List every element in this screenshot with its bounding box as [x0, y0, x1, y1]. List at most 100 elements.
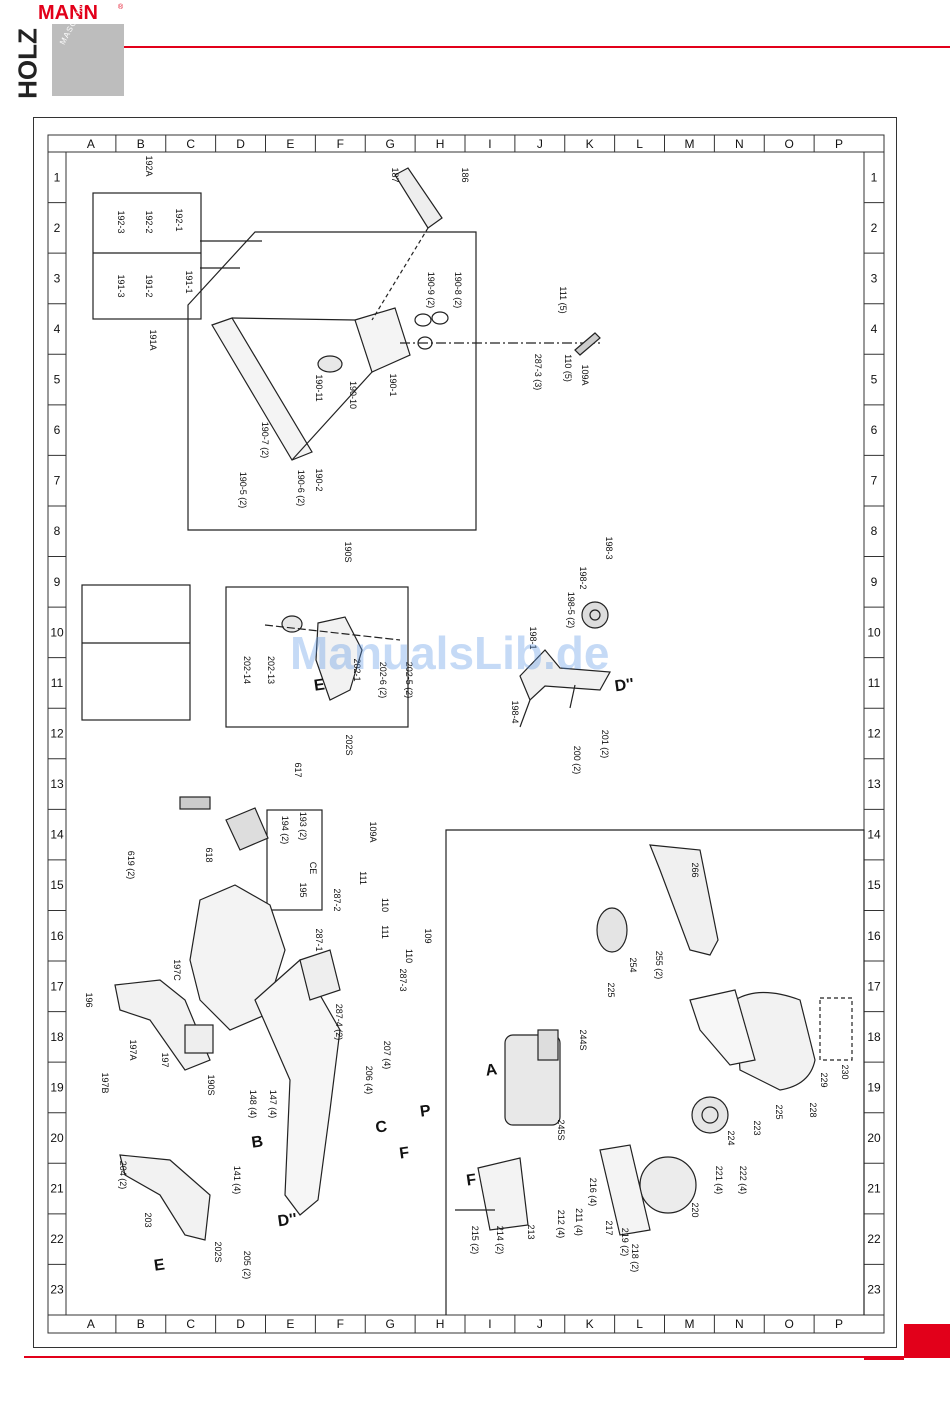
inset-box-192a-upper: [92, 192, 202, 320]
part-label: 245S: [556, 1119, 566, 1140]
part-label: 203: [143, 1212, 153, 1227]
part-label: 110: [404, 949, 414, 963]
row-label-8: 8: [54, 524, 61, 538]
part-label: 202-14: [242, 656, 252, 684]
row-label-19: 19: [50, 1080, 64, 1094]
inset-box-ce: [266, 809, 323, 911]
part-label: 220: [690, 1202, 700, 1217]
part-label: 221 (4): [714, 1166, 724, 1195]
part-label: 211 (4): [574, 1208, 584, 1236]
drawing-frame: [33, 117, 897, 1348]
inset-box-202s: [225, 586, 409, 728]
part-label: 197C: [172, 959, 182, 981]
part-label: 228: [808, 1102, 818, 1117]
part-label: 618: [204, 847, 214, 862]
part-label: 192-2: [144, 210, 154, 233]
row-label-12: 12: [50, 727, 64, 741]
column-label-l: L: [636, 137, 643, 151]
part-label: F: [398, 1144, 410, 1162]
part-label: 229: [819, 1072, 829, 1087]
part-label: 266: [690, 862, 700, 877]
part-label: 198-5 (2): [566, 592, 576, 629]
part-label: 191A: [148, 329, 158, 350]
row-label-13: 13: [50, 777, 64, 791]
part-label: A: [484, 1061, 498, 1080]
row-label-3: 3: [54, 271, 61, 285]
row-label-4: 4: [871, 322, 878, 336]
column-label-b: B: [137, 137, 145, 151]
row-label-9: 9: [54, 575, 61, 589]
part-label: 192A: [144, 155, 154, 176]
column-label-m: M: [684, 1317, 694, 1331]
part-label: 197B: [100, 1072, 110, 1093]
part-label: 190-9 (2): [426, 272, 436, 309]
part-label: 190-8 (2): [453, 272, 463, 309]
part-label: 224: [726, 1130, 736, 1145]
part-label: 191-1: [184, 270, 194, 293]
row-label-15: 15: [50, 878, 64, 892]
row-label-14: 14: [867, 828, 881, 842]
part-label: 190-7 (2): [260, 422, 270, 459]
part-label: 196: [84, 992, 94, 1007]
grid-outer: [47, 134, 885, 1334]
column-label-k: K: [586, 137, 594, 151]
part-label: P: [419, 1102, 432, 1120]
column-label-n: N: [735, 137, 744, 151]
part-label: 109A: [580, 364, 590, 385]
column-label-b: B: [137, 1317, 145, 1331]
row-label-2: 2: [54, 221, 61, 235]
part-label: 202-5 (2): [404, 662, 414, 699]
row-label-7: 7: [54, 474, 61, 488]
column-label-e: E: [286, 137, 294, 151]
row-label-10: 10: [867, 625, 881, 639]
part-label: D'': [614, 676, 635, 696]
part-label: 198-1: [528, 626, 538, 649]
part-label: 197A: [128, 1039, 138, 1060]
logo-registered: ®: [118, 4, 124, 11]
column-label-g: G: [386, 1317, 395, 1331]
row-label-9: 9: [871, 575, 878, 589]
column-label-g: G: [386, 137, 395, 151]
part-label: 202-6 (2): [378, 662, 388, 699]
column-label-j: J: [537, 1317, 543, 1331]
part-label: 190S: [343, 541, 353, 562]
column-label-i: I: [488, 137, 491, 151]
part-label: 202S: [213, 1241, 223, 1262]
row-label-10: 10: [50, 625, 64, 639]
column-label-h: H: [436, 1317, 445, 1331]
row-label-8: 8: [871, 524, 878, 538]
part-label: 148 (4): [248, 1090, 258, 1119]
part-label: D'': [277, 1211, 298, 1231]
part-label: 202-1: [352, 658, 362, 681]
row-label-12: 12: [867, 727, 881, 741]
part-label: 111 (5): [558, 286, 568, 313]
column-label-j: J: [537, 137, 543, 151]
row-label-6: 6: [54, 423, 61, 437]
row-label-14: 14: [50, 828, 64, 842]
column-label-f: F: [337, 1317, 344, 1331]
coordinate-grid: [47, 134, 885, 1334]
inset-box-motor: [445, 829, 865, 1315]
part-label: 205 (2): [242, 1251, 252, 1280]
row-label-23: 23: [50, 1283, 64, 1297]
part-label: 287-2: [332, 888, 342, 911]
part-label: CE: [308, 862, 318, 875]
exploded-view: [81, 167, 865, 1315]
part-label: 111: [380, 925, 390, 939]
part-label: 223: [752, 1120, 762, 1135]
part-label: 206 (4): [364, 1066, 374, 1095]
cover-228: [734, 991, 816, 1091]
footer-red-dash: [864, 1356, 904, 1360]
part-label: 287-3: [398, 968, 408, 991]
part-label: 194 (2): [280, 816, 290, 845]
row-label-18: 18: [50, 1030, 64, 1044]
row-label-18: 18: [867, 1030, 881, 1044]
part-label: 191-2: [144, 274, 154, 297]
part-label: E: [313, 676, 326, 694]
column-label-d: D: [236, 137, 245, 151]
part-label: 193 (2): [298, 812, 308, 841]
row-label-11: 11: [868, 676, 881, 690]
part-label: 287-3 (3): [533, 354, 543, 391]
